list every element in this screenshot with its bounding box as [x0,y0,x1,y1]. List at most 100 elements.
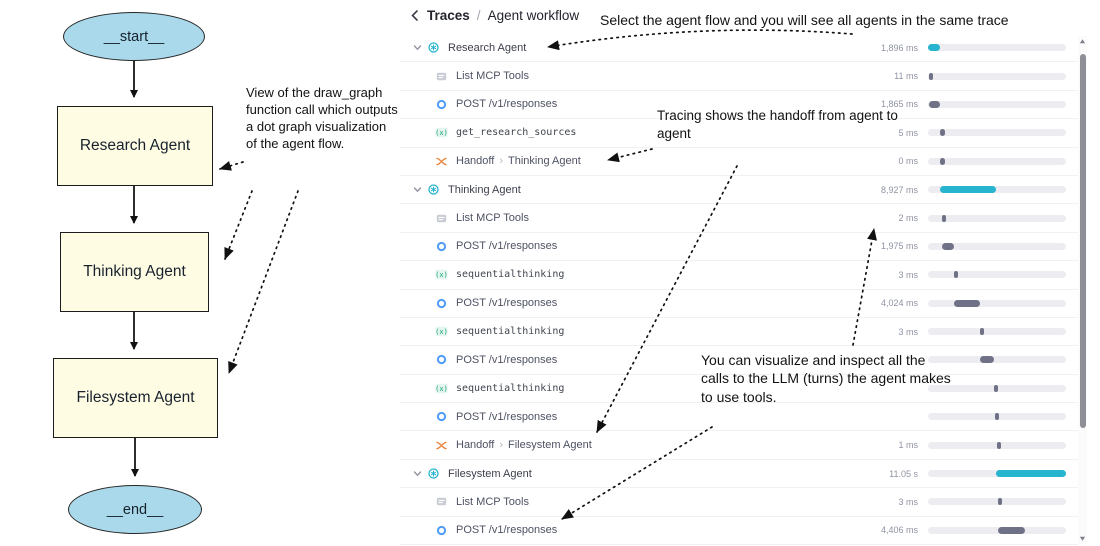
breadcrumb: Traces / Agent workflow [410,8,579,23]
trace-row[interactable]: Filesystem Agent 11.05 s [400,460,1078,489]
duration-label: 11.05 s [889,468,918,479]
trace-row[interactable]: Handoff › Thinking Agent 0 ms [400,148,1078,176]
duration-label: 11 ms [894,71,918,82]
duration-bar-track [928,157,1066,165]
duration-bar-track [928,100,1066,108]
scroll-up-icon[interactable] [1079,38,1086,45]
handoff-icon [434,156,449,167]
list-tools-icon [434,213,449,224]
diagram-node-filesystem-agent: Filesystem Agent [53,358,218,438]
duration-bar-track [928,498,1066,506]
api-post-icon [434,99,449,110]
trace-row[interactable]: (x) sequentialthinking 3 ms [400,318,1078,347]
duration-label: 8,927 ms [880,184,918,195]
trace-list: Research Agent 1,896 ms List MCP Tools 1… [400,34,1078,546]
list-tools-icon [434,496,449,507]
node-label: Thinking Agent [83,263,186,280]
function-icon: (x) [434,269,449,280]
trace-row[interactable]: POST /v1/responses [400,346,1078,375]
duration-label: 3 ms [898,269,918,280]
chevron-down-icon[interactable] [408,469,426,478]
duration-bar-track [928,328,1066,336]
trace-row[interactable]: (x) get_research_sources 5 ms [400,119,1078,148]
duration-bar [994,413,1000,421]
handoff-icon [434,440,449,451]
node-label: __start__ [103,28,165,45]
trace-row-label: sequentialthinking [456,382,565,394]
back-chevron-icon[interactable] [410,10,420,21]
trace-row[interactable]: POST /v1/responses 4,024 ms [400,290,1078,318]
trace-row[interactable]: List MCP Tools 2 ms [400,204,1078,233]
chevron-down-icon[interactable] [408,43,426,52]
node-label: __end__ [106,501,164,518]
duration-bar-track [928,526,1066,534]
annotation-llm-calls: You can visualize and inspect all the ca… [701,352,951,405]
duration-bar [993,384,998,392]
handoff-separator-icon: › [499,439,503,452]
function-icon: (x) [434,326,449,337]
chevron-down-icon[interactable] [408,185,426,194]
function-icon: (x) [434,127,449,138]
duration-bar [953,271,958,279]
duration-bar-track [928,72,1066,80]
duration-label: 1,975 ms [880,241,918,252]
duration-bar [940,186,997,194]
api-post-icon [434,354,449,365]
scroll-down-icon[interactable] [1079,535,1086,542]
trace-row[interactable]: Thinking Agent 8,927 ms [400,176,1078,205]
trace-row[interactable]: POST /v1/responses [400,403,1078,432]
breadcrumb-traces-link[interactable]: Traces [427,8,470,23]
trace-row-label: sequentialthinking [456,269,565,281]
trace-row-label: List MCP Tools [456,495,529,508]
trace-row-label: Handoff [456,155,495,168]
agent-icon [426,468,441,479]
trace-panel: Traces / Agent workflow Research Agent 1… [400,0,1078,546]
list-tools-icon [434,71,449,82]
duration-label: 1,896 ms [880,42,918,53]
duration-bar [940,129,945,137]
duration-label: 0 ms [898,156,918,167]
trace-row[interactable]: POST /v1/responses 1,975 ms [400,233,1078,262]
trace-row-label: List MCP Tools [456,212,529,225]
breadcrumb-current: Agent workflow [487,8,580,23]
trace-row[interactable]: List MCP Tools 11 ms [400,62,1078,91]
duration-bar [997,441,1002,449]
svg-text:(x): (x) [435,129,448,137]
trace-row-label: Research Agent [448,41,527,54]
trace-row[interactable]: (x) sequentialthinking 3 ms [400,261,1078,290]
api-post-icon [434,241,449,252]
trace-row-label: POST /v1/responses [456,524,558,537]
diagram-node-end: __end__ [68,485,202,534]
duration-bar [997,526,1026,534]
scrollbar[interactable] [1078,36,1087,544]
svg-text:(x): (x) [435,271,448,279]
duration-bar [979,356,995,364]
trace-row[interactable]: Research Agent 1,896 ms [400,34,1078,63]
trace-row[interactable]: (x) sequentialthinking [400,375,1078,404]
duration-bar [979,328,984,336]
scrollbar-thumb[interactable] [1079,54,1086,428]
trace-row[interactable]: Handoff › Filesystem Agent 1 ms [400,431,1078,460]
duration-bar [954,299,980,307]
duration-label: 5 ms [898,127,918,138]
trace-row-label: POST /v1/responses [456,297,558,310]
duration-label: 1 ms [898,440,918,451]
trace-row-label: get_research_sources [456,127,577,139]
handoff-target-label: Filesystem Agent [508,439,592,452]
duration-bar-track [928,470,1066,478]
svg-text:(x): (x) [435,328,448,336]
handoff-separator-icon: › [499,155,503,168]
trace-row[interactable]: POST /v1/responses 1,865 ms [400,91,1078,120]
annotation-select-flow: Select the agent flow and you will see a… [600,12,1009,28]
breadcrumb-separator: / [476,8,481,23]
diagram-node-thinking-agent: Thinking Agent [60,232,209,312]
trace-row[interactable]: List MCP Tools 3 ms [400,488,1078,517]
duration-bar-track [928,44,1066,52]
duration-label: 2 ms [898,213,918,224]
trace-row[interactable]: POST /v1/responses 4,406 ms [400,517,1078,546]
duration-bar-track [928,129,1066,137]
duration-bar-track [928,356,1066,364]
api-post-icon [434,298,449,309]
duration-label: 3 ms [898,496,918,507]
trace-row-label: Handoff [456,439,495,452]
